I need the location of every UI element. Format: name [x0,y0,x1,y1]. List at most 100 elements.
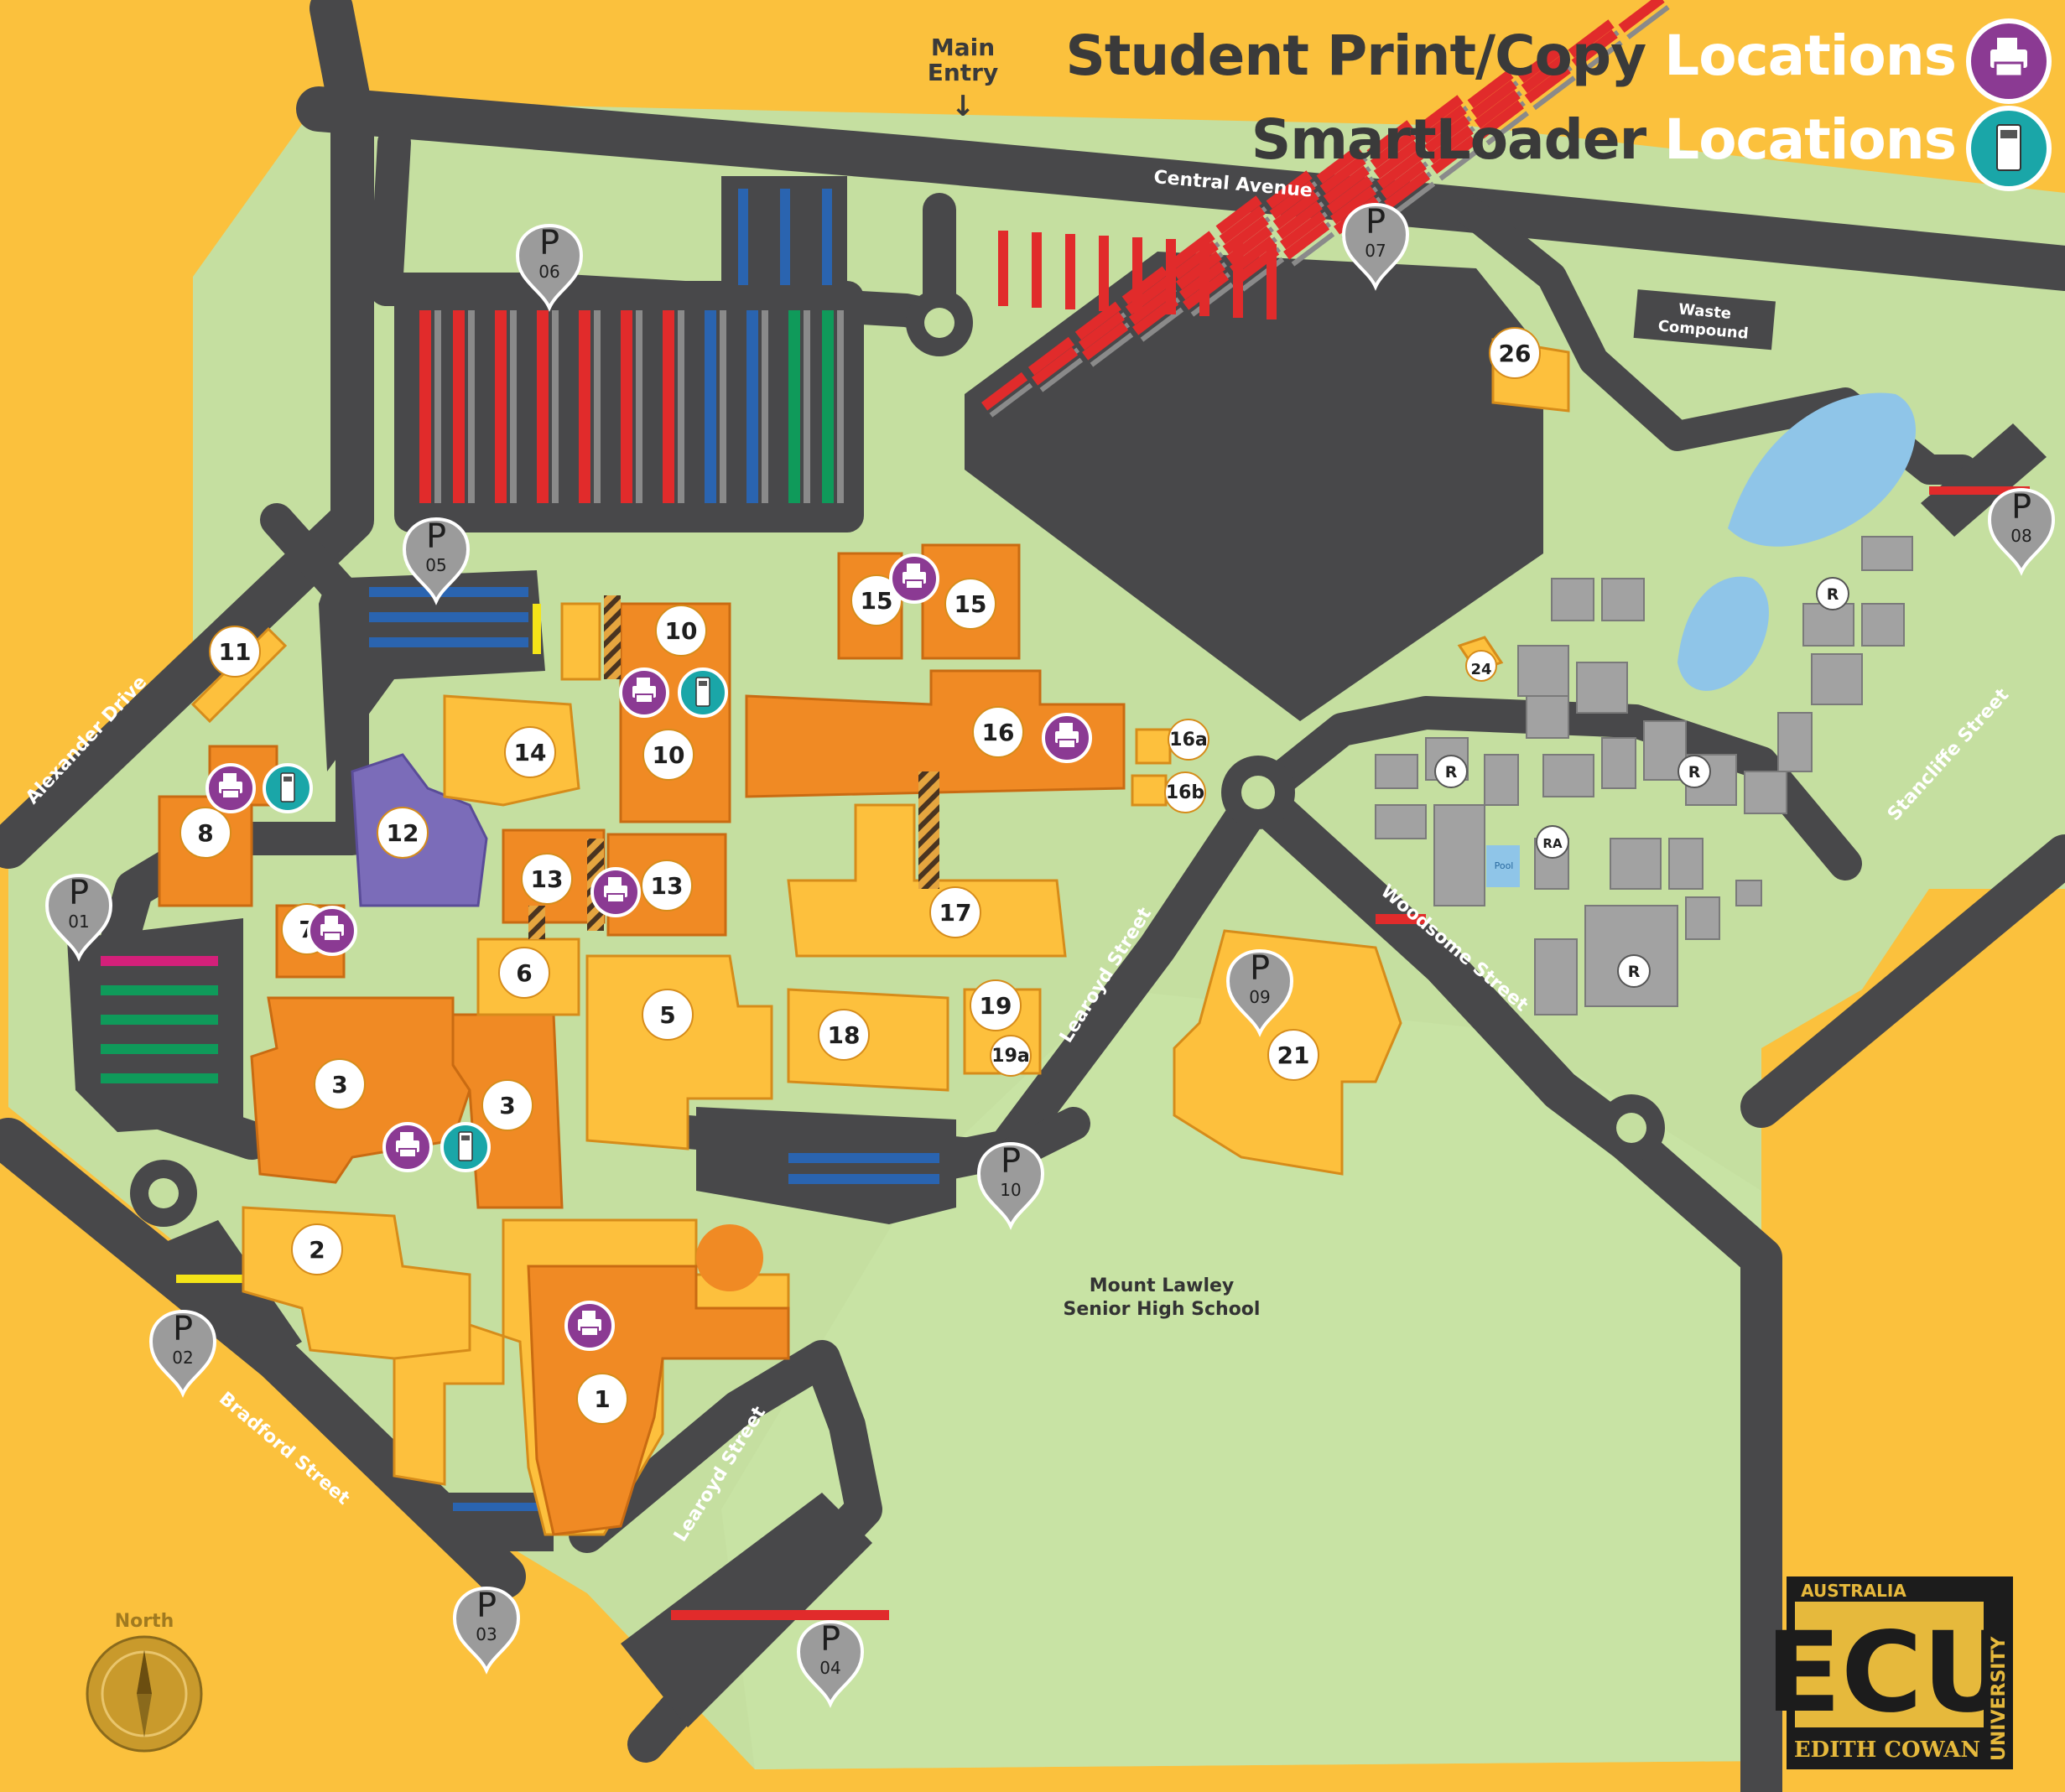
svg-text:P: P [173,1310,193,1348]
building-marker-13[interactable]: 13 [521,853,573,905]
building-marker-11[interactable]: 11 [209,626,261,678]
building-marker-19a[interactable]: 19a [990,1035,1032,1077]
building-marker-21[interactable]: 21 [1267,1029,1319,1081]
building-marker-16b[interactable]: 16b [1164,771,1206,813]
svg-text:5: 5 [659,1001,675,1029]
residence-marker-R[interactable]: R [1816,577,1849,610]
parking-divider [762,310,768,503]
parking-divider [1090,332,1134,367]
building-marker-15[interactable]: 15 [944,578,996,630]
svg-text:19: 19 [980,992,1012,1020]
parking-stall [780,189,790,285]
building-marker-15[interactable]: 15 [850,574,902,626]
parking-marker-02[interactable]: P02 [148,1310,217,1398]
parking-stall [1175,251,1222,290]
svg-text:04: 04 [819,1658,840,1678]
printer-icon[interactable] [382,1122,433,1172]
parking-marker-04[interactable]: P04 [796,1620,865,1708]
svg-text:R: R [1445,763,1458,782]
printer-icon[interactable] [564,1301,615,1351]
svg-text:16: 16 [982,719,1015,746]
parking-marker-03[interactable]: P03 [452,1587,521,1675]
smartloader-icon[interactable] [678,667,728,718]
parking-marker-06[interactable]: P06 [515,224,584,312]
parking-stall [1283,221,1330,260]
parking-divider [1391,181,1436,216]
building-marker-6[interactable]: 6 [498,947,550,999]
svg-text:19a: 19a [991,1046,1029,1067]
smartloader-icon[interactable] [263,763,313,813]
printer-icon[interactable] [307,906,357,956]
building-marker-24[interactable]: 24 [1465,650,1497,682]
svg-text:15: 15 [954,590,987,618]
building-marker-13[interactable]: 13 [641,860,693,912]
parking-row [1384,0,1670,216]
residence-block [1811,653,1863,705]
building-marker-10[interactable]: 10 [655,605,707,657]
svg-text:8: 8 [197,819,213,847]
svg-text:P: P [1250,949,1270,988]
legend-print-copy: Student Print/Copy Locations [1065,23,1957,88]
building-marker-16[interactable]: 16 [972,706,1024,758]
smartloader-icon[interactable] [440,1122,491,1172]
svg-text:RA: RA [1542,836,1563,851]
printer-icon[interactable] [205,763,256,813]
parking-stall [1279,210,1327,250]
building-marker-14[interactable]: 14 [504,726,556,778]
parking-stall [1618,0,1665,33]
building-marker-19[interactable]: 19 [970,979,1022,1031]
svg-text:P: P [539,224,559,262]
building-marker-17[interactable]: 17 [929,886,981,938]
svg-text:P: P [2011,488,2031,527]
parking-stall [1082,321,1129,361]
parking-marker-01[interactable]: P01 [44,874,113,962]
parking-stall [1276,200,1323,240]
parking-stall [495,310,507,503]
svg-text:3: 3 [331,1071,347,1099]
svg-text:09: 09 [1249,987,1270,1007]
parking-stall [1074,301,1121,340]
printer-icon[interactable] [590,867,641,917]
parking-marker-08[interactable]: P08 [1987,488,2056,576]
building-marker-1[interactable]: 1 [576,1373,628,1425]
parking-marker-09[interactable]: P09 [1225,949,1294,1037]
parking-stall [621,310,632,503]
svg-text:14: 14 [514,739,547,766]
printer-icon[interactable] [889,553,939,604]
parking-lot-10 [696,1107,956,1224]
residence-block [1576,662,1628,714]
building-marker-26[interactable]: 26 [1489,327,1541,379]
parking-stall [738,189,748,285]
residence-marker-RA[interactable]: RA [1536,825,1569,859]
parking-stall [453,1503,545,1511]
parking-stall [1233,242,1243,318]
parking-marker-07[interactable]: P07 [1341,203,1410,291]
printer-icon[interactable] [1042,713,1092,763]
parking-stall [1430,135,1478,174]
building-marker-3[interactable]: 3 [481,1079,533,1131]
building-marker-8[interactable]: 8 [179,807,231,859]
parking-divider [434,310,441,503]
residence-marker-R[interactable]: R [1617,954,1651,988]
parking-marker-10[interactable]: P10 [976,1142,1045,1230]
svg-text:03: 03 [476,1624,497,1644]
building-marker-5[interactable]: 5 [642,989,694,1041]
svg-text:P: P [1365,203,1386,242]
parking-stall [1467,70,1514,108]
building-marker-12[interactable]: 12 [377,807,429,859]
building-marker-10[interactable]: 10 [642,729,694,781]
residence-marker-R[interactable]: R [1434,755,1468,788]
parking-marker-05[interactable]: P05 [402,517,471,605]
building-16a [1135,728,1172,765]
building-marker-3[interactable]: 3 [314,1058,366,1110]
printer-icon[interactable] [619,667,669,718]
parking-stall [1267,244,1277,319]
building-marker-2[interactable]: 2 [291,1223,343,1275]
building-16 [745,669,1126,798]
svg-text:02: 02 [172,1348,193,1368]
covered-walkway [528,906,545,939]
building-marker-18[interactable]: 18 [818,1009,870,1061]
residence-marker-R[interactable]: R [1677,755,1711,788]
building-marker-16a[interactable]: 16a [1168,719,1209,761]
